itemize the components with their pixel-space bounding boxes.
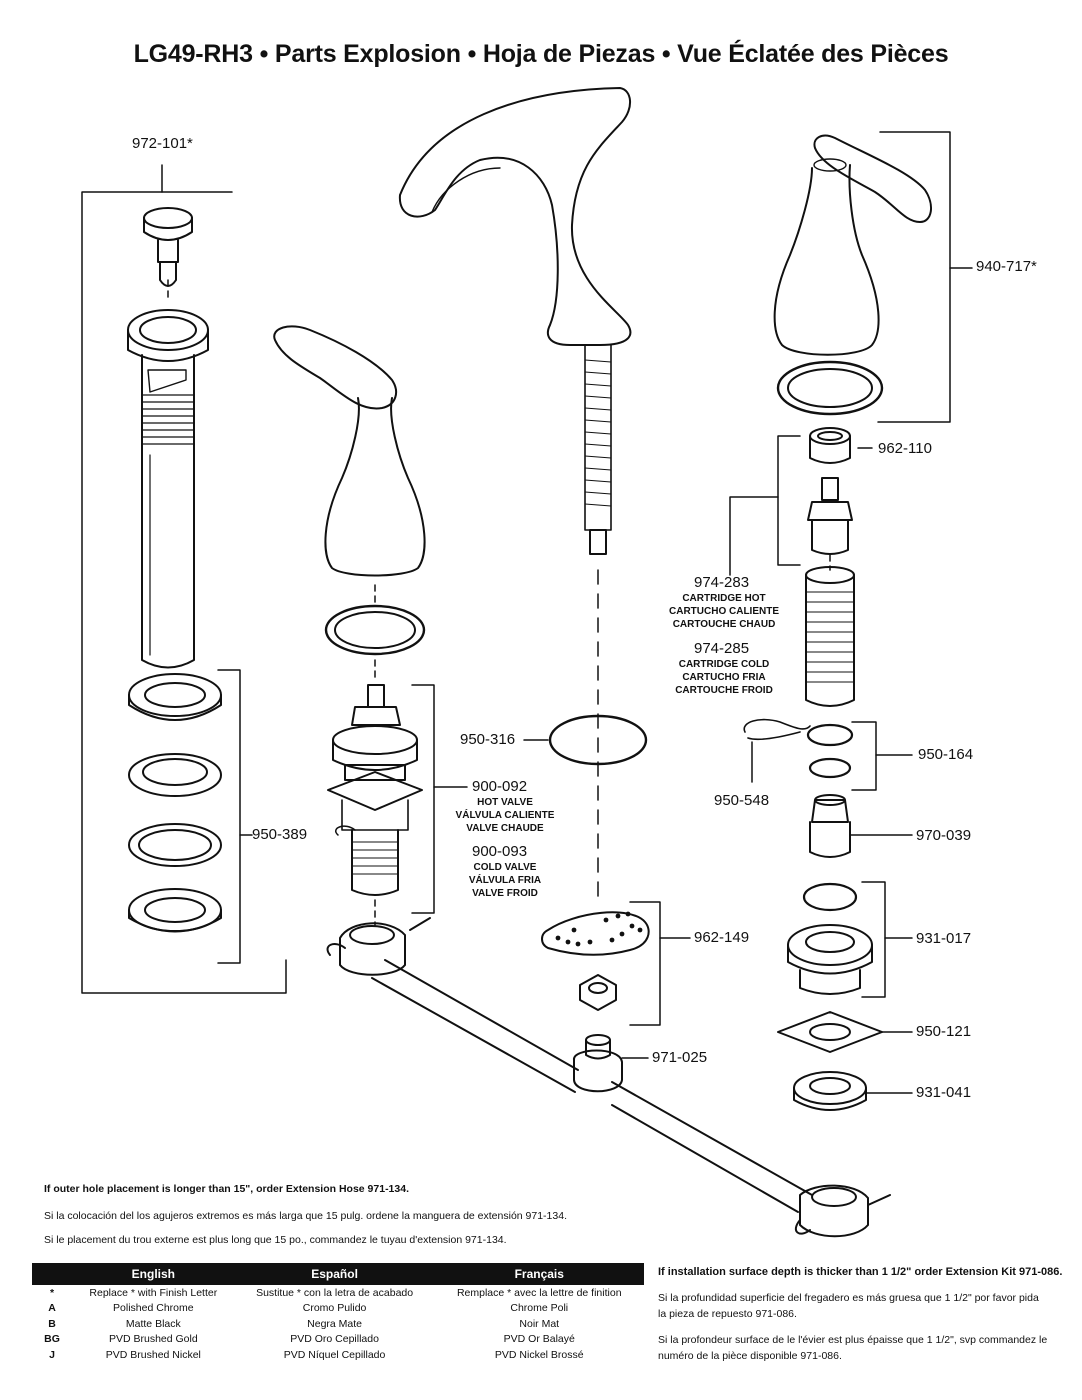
spout-drawing: [398, 87, 691, 1093]
finish-en: Replace * with Finish Letter: [89, 1286, 218, 1299]
finish-en: PVD Brushed Nickel: [105, 1348, 201, 1361]
part-label-900-093: 900-093: [472, 843, 528, 860]
part-label-962-149: 962-149: [694, 929, 750, 946]
finish-fr: PVD Or Balayé: [503, 1333, 575, 1346]
finish-es: Sustitue * con la letra de acabado: [256, 1286, 414, 1299]
desc-en: COLD VALVE: [473, 862, 537, 873]
finish-fr: PVD Nickel Brossé: [494, 1348, 584, 1361]
desc-es: VÁLVULA CALIENTE: [455, 810, 555, 821]
desc-en: CARTRIDGE COLD: [678, 659, 770, 670]
hose-note-en: If outer hole placement is longer than 1…: [44, 1183, 409, 1195]
finish-fr: Remplace * avec la lettre de finition: [456, 1286, 622, 1299]
finish-code: A: [48, 1302, 56, 1315]
part-label-950-316: 950-316: [460, 731, 516, 748]
part-label-900-092: 900-092: [472, 778, 528, 795]
finish-es: Cromo Pulido: [302, 1302, 367, 1315]
finish-es: PVD Oro Cepillado: [290, 1333, 379, 1346]
part-label-950-164: 950-164: [918, 746, 974, 763]
part-label-940-717: 940-717*: [976, 258, 1037, 275]
finish-fr: Noir Mat: [519, 1317, 560, 1330]
stopper-cap: [143, 207, 193, 229]
finish-table: English Español Français * Replace * wit…: [32, 1263, 644, 1363]
part-label-950-121: 950-121: [916, 1023, 972, 1040]
finish-table-header: English Español Français: [32, 1263, 644, 1285]
desc-es: VÁLVULA FRIA: [468, 875, 542, 886]
right-handle-valve-drawing: [729, 131, 973, 1111]
kit-note-es-1: Si la profundidad superficie del fregade…: [658, 1292, 1039, 1304]
finish-code: BG: [44, 1333, 60, 1346]
desc-en: HOT VALVE: [477, 797, 533, 808]
finish-en: Polished Chrome: [113, 1302, 194, 1315]
kit-note-fr-1: Si la profondeur surface de le l'évier e…: [658, 1334, 1048, 1346]
desc-en: CARTRIDGE HOT: [682, 593, 766, 604]
finish-code: *: [49, 1286, 55, 1299]
hose-note-es: Si la colocación del los agujeros extrem…: [44, 1210, 567, 1222]
finish-code: J: [49, 1348, 55, 1361]
finish-fr: Chrome Poli: [510, 1302, 569, 1315]
left-handle-valve-drawing: [273, 325, 468, 926]
part-label-950-389: 950-389: [252, 826, 308, 843]
finish-es: PVD Níquel Cepillado: [283, 1348, 386, 1361]
drain-assembly-drawing: [81, 164, 287, 994]
part-label-931-017: 931-017: [916, 930, 972, 947]
header-code: [32, 1263, 72, 1285]
finish-en: PVD Brushed Gold: [108, 1333, 198, 1346]
part-label-970-039: 970-039: [916, 827, 972, 844]
header-english: English: [72, 1263, 235, 1285]
table-row: A Polished Chrome Cromo Pulido Chrome Po…: [32, 1301, 644, 1317]
table-row: B Matte Black Negra Mate Noir Mat: [32, 1316, 644, 1332]
header-espanol: Español: [234, 1263, 435, 1285]
kit-note-es-2: la pieza de repuesto 971-086.: [658, 1308, 797, 1320]
desc-fr: CARTOUCHE CHAUD: [672, 619, 776, 630]
finish-es: Negra Mate: [307, 1317, 362, 1330]
part-label-974-283: 974-283: [694, 574, 750, 591]
desc-fr: VALVE CHAUDE: [466, 823, 544, 834]
extension-hose-drawing: [326, 917, 891, 1238]
part-label-962-110: 962-110: [878, 440, 932, 457]
desc-fr: CARTOUCHE FROID: [675, 685, 773, 696]
part-desc-974-285: CARTRIDGE COLD CARTUCHO FRIA CARTOUCHE F…: [660, 658, 788, 697]
part-label-974-285: 974-285: [694, 640, 750, 657]
hose-note-fr: Si le placement du trou externe est plus…: [44, 1234, 507, 1246]
desc-es: CARTUCHO CALIENTE: [669, 606, 779, 617]
header-francais: Français: [434, 1263, 644, 1285]
part-label-950-548: 950-548: [714, 792, 770, 809]
part-label-931-041: 931-041: [916, 1084, 972, 1101]
kit-note-en: If installation surface depth is thicker…: [658, 1266, 1063, 1278]
table-row: * Replace * with Finish Letter Sustitue …: [32, 1285, 644, 1301]
table-row: BG PVD Brushed Gold PVD Oro Cepillado PV…: [32, 1332, 644, 1348]
desc-es: CARTUCHO FRIA: [682, 672, 766, 683]
finish-en: Matte Black: [125, 1317, 181, 1330]
part-label-971-025: 971-025: [652, 1049, 708, 1066]
kit-note-fr-2: numéro de la pièce disponible 971-086.: [658, 1350, 842, 1362]
part-desc-900-093: COLD VALVE VÁLVULA FRIA VALVE FROID: [444, 861, 566, 900]
part-desc-974-283: CARTRIDGE HOT CARTUCHO CALIENTE CARTOUCH…: [660, 592, 788, 631]
part-label-972-101: 972-101*: [132, 135, 193, 152]
finish-code: B: [48, 1317, 56, 1330]
page-title: LG49-RH3 • Parts Explosion • Hoja de Pie…: [133, 40, 949, 68]
part-desc-900-092: HOT VALVE VÁLVULA CALIENTE VALVE CHAUDE: [444, 796, 566, 835]
table-row: J PVD Brushed Nickel PVD Níquel Cepillad…: [32, 1347, 644, 1363]
desc-fr: VALVE FROID: [472, 888, 538, 899]
